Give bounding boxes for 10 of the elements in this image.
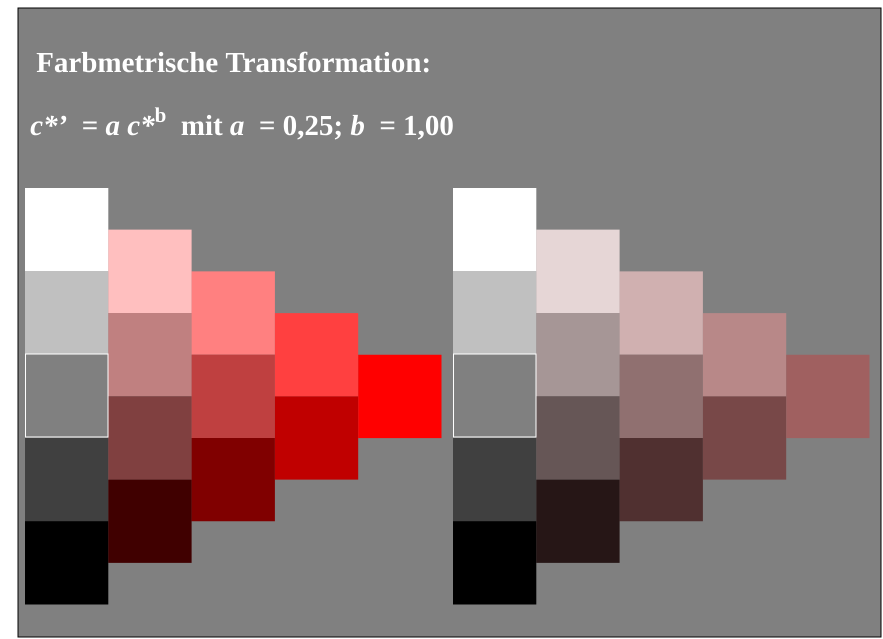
label: = 0,25; — [260, 116, 341, 140]
label: b — [154, 107, 166, 122]
label: a c* — [106, 116, 155, 136]
label: a — [230, 121, 244, 136]
label: b — [350, 114, 364, 136]
label: = — [83, 121, 97, 130]
label: = 1,00 — [380, 116, 453, 140]
title: Farbmetrische Transformation: — [36, 52, 429, 72]
label: c*’ — [30, 116, 66, 136]
label: mit — [182, 114, 223, 136]
